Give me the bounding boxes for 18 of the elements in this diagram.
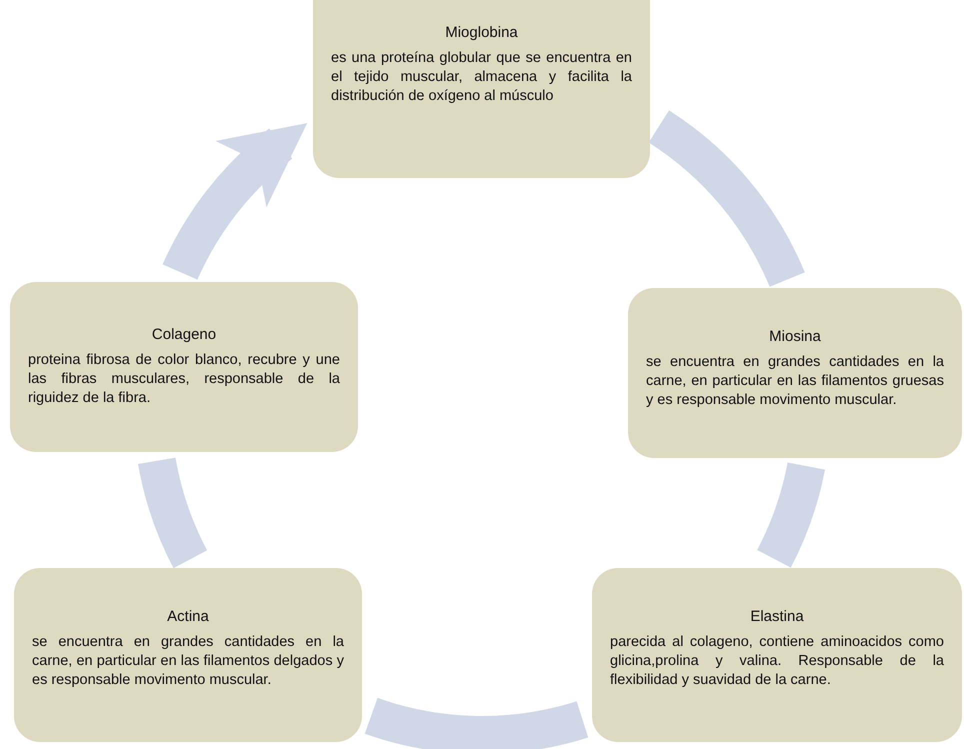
process-box — [14, 568, 362, 742]
box-title: Actina — [166, 608, 210, 625]
cycle-connector — [366, 698, 588, 749]
box-description: parecida al colageno, contiene aminoacidos como glicina,prolina y valina. Responsable de la flexibilidad y suavidad de la carne. — [610, 633, 944, 690]
box-description: proteina fibrosa de color blanco, recubre y une las fibras musculares, responsable de la riguidez de la fibra. — [28, 351, 340, 408]
process-box — [628, 288, 962, 458]
cycle-connector — [138, 456, 208, 568]
box-description: se encuentra en grandes cantidades en la carne, en particular en las filamentos delgados y es responsable movimento muscular. — [32, 633, 344, 690]
box-title: Miosina — [768, 328, 822, 345]
box-description: es una proteína globular que se encuentra en el tejido muscular, almacena y facilita la distribución de oxígeno al músculo — [331, 49, 632, 106]
box-title: Colageno — [150, 326, 218, 343]
process-box — [10, 282, 358, 452]
cycle-connector — [756, 462, 825, 568]
process-box — [313, 0, 650, 178]
box-description: se encuentra en grandes cantidades en la carne, en particular en las filamentos gruesas y es responsable movimento muscular. — [646, 353, 944, 410]
process-box — [592, 568, 962, 742]
box-title: Elastina — [749, 608, 805, 625]
box-title: Mioglobina — [444, 24, 519, 41]
